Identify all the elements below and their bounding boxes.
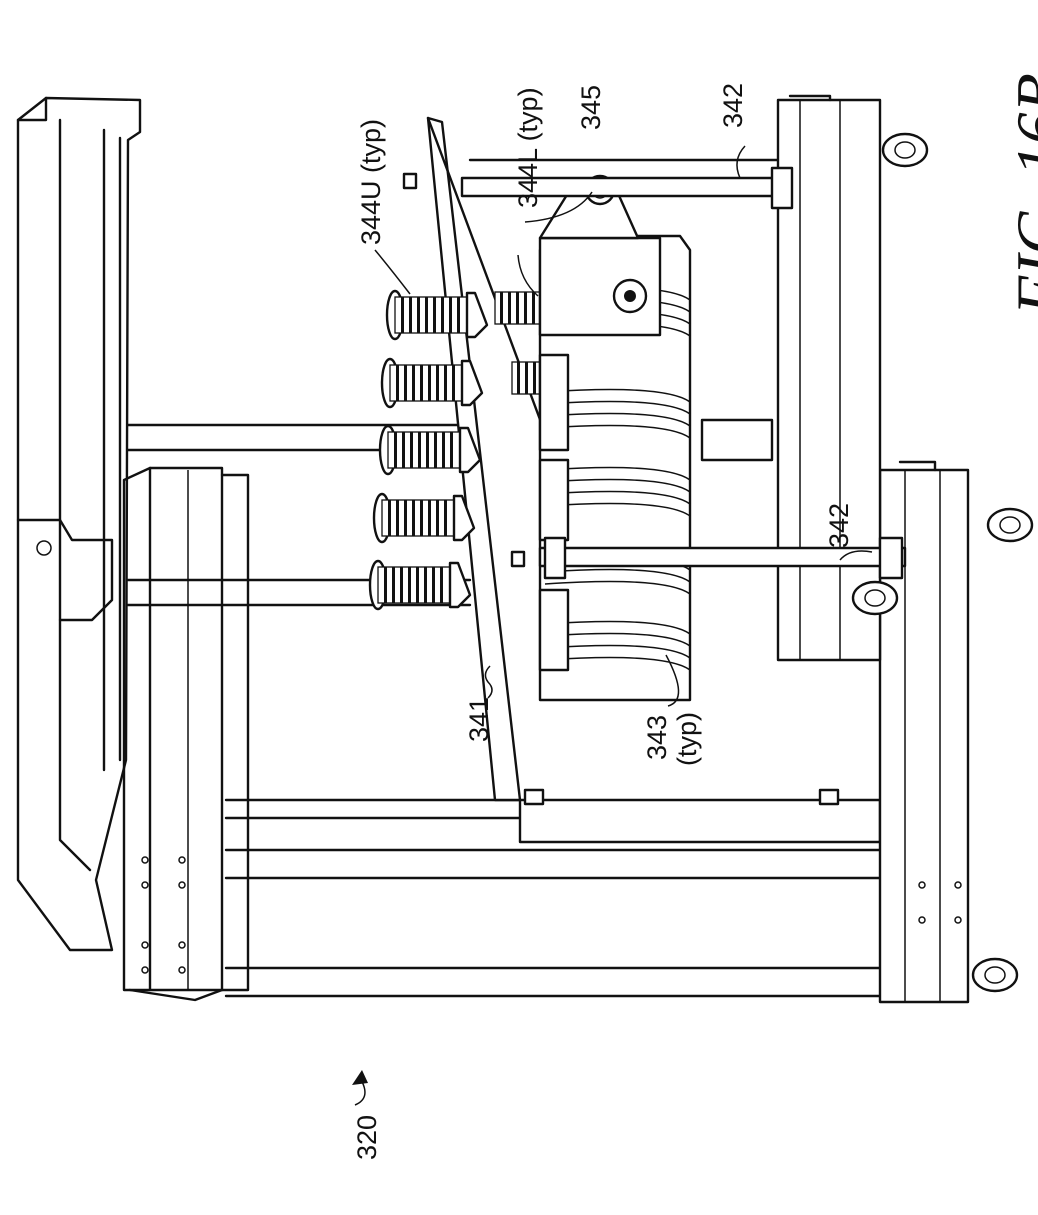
label-345: 345	[576, 85, 606, 130]
figure-title: FIG. 16B	[1003, 73, 1038, 316]
label-342-upper: 342	[718, 83, 748, 128]
rear-frame-beam	[776, 94, 882, 662]
coil-stack	[538, 174, 692, 702]
caster-wheels	[851, 132, 1034, 993]
leader-lines	[352, 145, 873, 1106]
upper-frame-beam	[122, 466, 250, 1002]
label-343: 343	[642, 715, 672, 760]
label-344l: 344L (typ)	[513, 87, 543, 208]
overhead-beam	[16, 96, 142, 952]
lower-frame-beam	[878, 460, 970, 1004]
label-343-typ: (typ)	[672, 712, 702, 766]
label-341: 341	[464, 697, 494, 742]
label-344u: 344U (typ)	[356, 119, 386, 245]
frame-posts	[126, 158, 882, 998]
upper-coil-posts	[368, 172, 526, 611]
guide-rods	[460, 166, 907, 580]
label-320: 320	[352, 1115, 382, 1160]
label-342-lower: 342	[824, 503, 854, 548]
